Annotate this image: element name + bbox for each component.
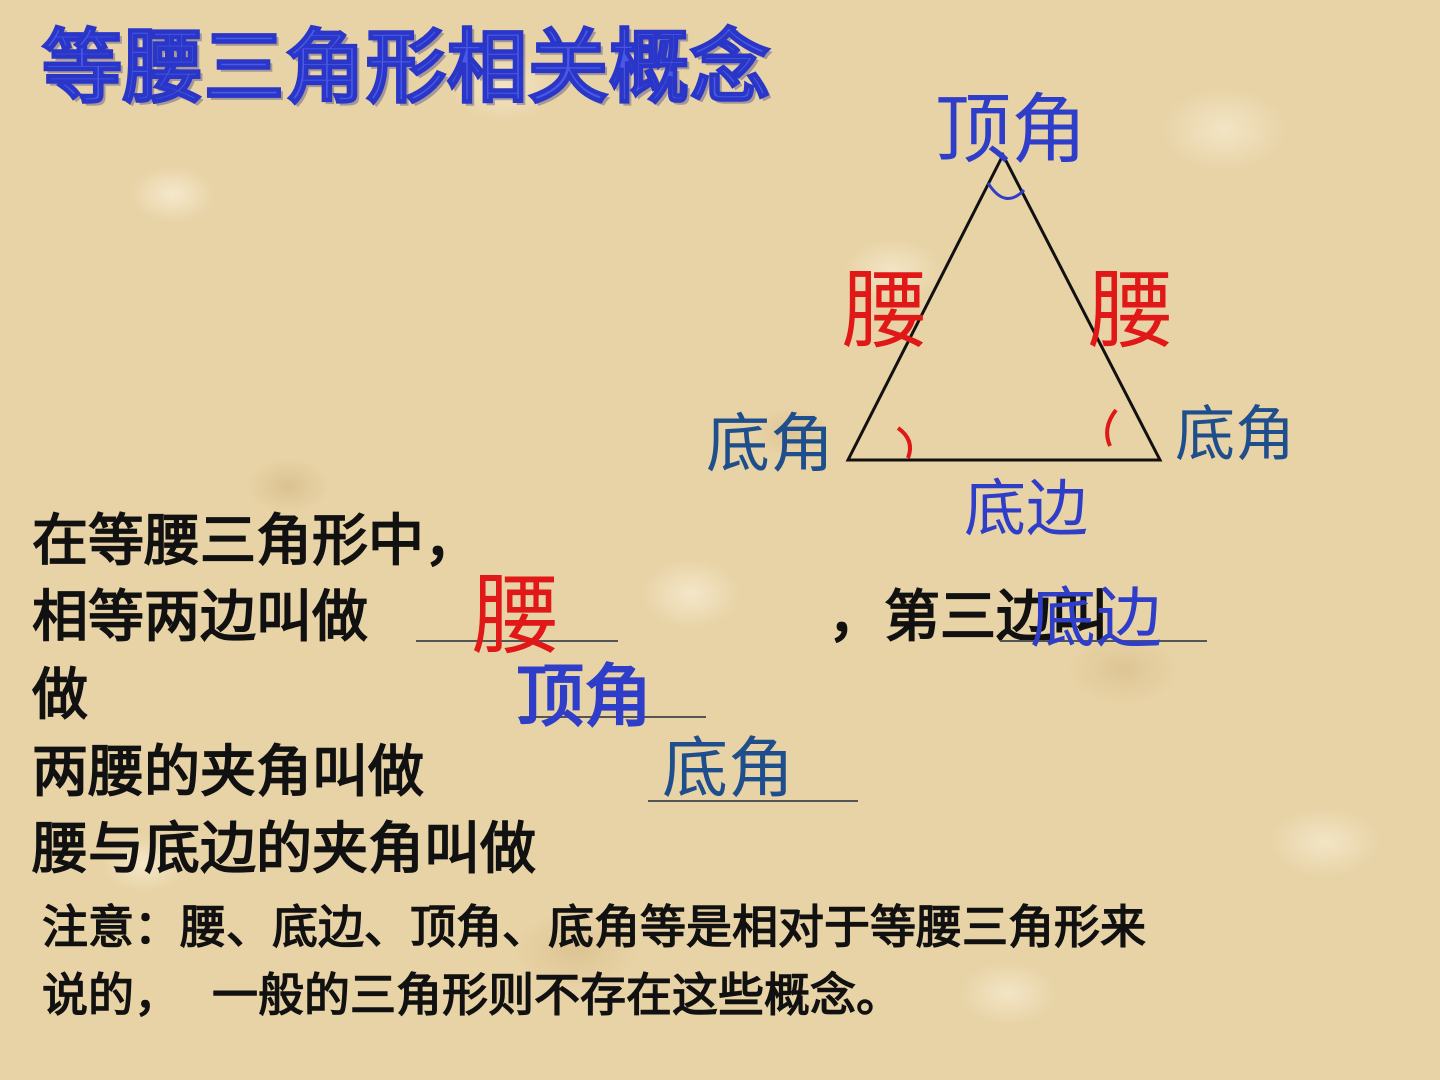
blank-leg bbox=[416, 640, 618, 642]
right-base-angle-arc bbox=[1105, 408, 1118, 447]
answer-base: 底边 bbox=[1030, 580, 1162, 657]
body-line-5: 腰与底边的夹角叫做 bbox=[32, 817, 536, 882]
right-base-angle-label: 底角 bbox=[1175, 400, 1295, 470]
triangle-outline bbox=[845, 151, 1163, 462]
body-line-1: 在等腰三角形中， bbox=[32, 509, 480, 574]
right-leg-label: 腰 bbox=[1088, 261, 1174, 361]
body-line-4: 两腰的夹角叫做 bbox=[32, 740, 424, 805]
apex-angle-arc bbox=[986, 182, 1026, 200]
apex-angle-label: 顶角 bbox=[935, 85, 1087, 174]
body-line-2-mid: ，第三边叫 bbox=[828, 585, 1108, 650]
answer-base-angle: 底角 bbox=[662, 730, 794, 807]
left-leg-label: 腰 bbox=[842, 261, 928, 361]
note-line-1: 注意：腰、底边、顶角、底角等是相对于等腰三角形来 bbox=[42, 900, 1146, 954]
blank-base-angle bbox=[648, 800, 858, 802]
base-label: 底边 bbox=[964, 472, 1089, 545]
blank-base bbox=[1000, 640, 1207, 642]
blank-apex-angle bbox=[520, 716, 706, 718]
answer-apex-angle: 顶角 bbox=[516, 658, 653, 737]
body-line-2-prefix: 相等两边叫做 bbox=[32, 585, 368, 650]
left-base-angle-label: 底角 bbox=[706, 408, 834, 482]
note-line-2: 说的， 一般的三角形则不存在这些概念。 bbox=[42, 968, 903, 1022]
body-line-3: 做 bbox=[32, 663, 88, 728]
left-base-angle-arc bbox=[896, 426, 912, 459]
answer-leg: 腰 bbox=[472, 564, 561, 667]
page-title: 等腰三角形相关概念 bbox=[41, 21, 771, 114]
